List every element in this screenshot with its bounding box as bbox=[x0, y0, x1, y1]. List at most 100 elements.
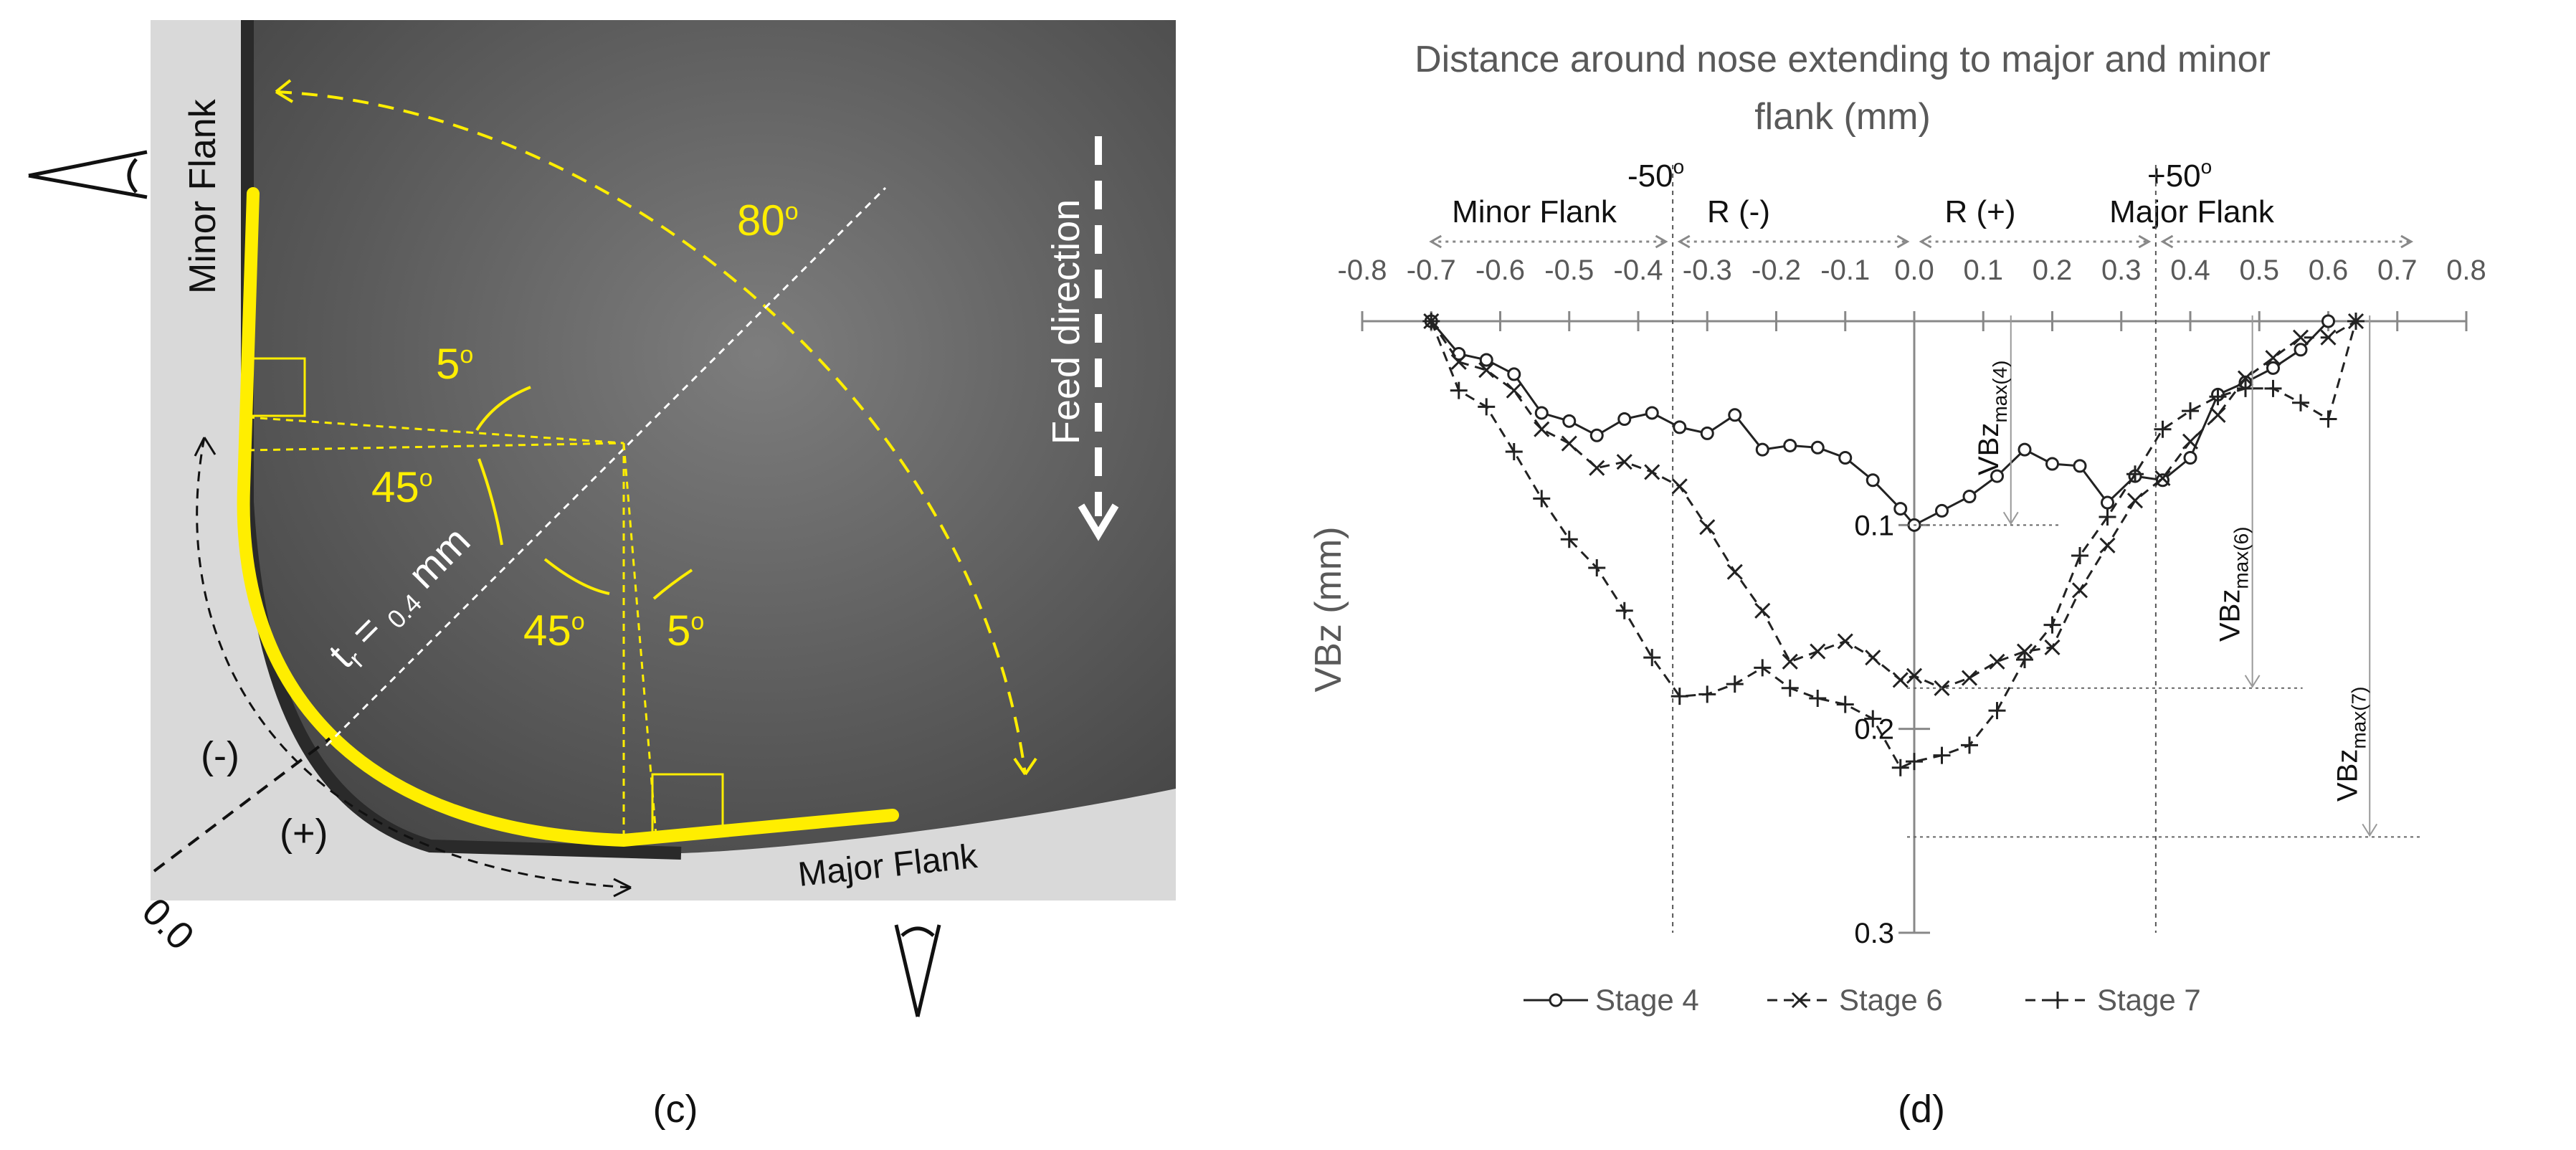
x-tick-label: 0.3 bbox=[2101, 255, 2142, 286]
x-tick-label: -0.8 bbox=[1338, 255, 1387, 286]
data-point-marker bbox=[2292, 394, 2309, 412]
construction-line-4 bbox=[622, 442, 657, 836]
legend-item-stage-6: Stage 6 bbox=[1767, 983, 1943, 1017]
x-tick-label: -0.7 bbox=[1407, 255, 1456, 286]
y-tick-label: 0.3 bbox=[1854, 918, 1894, 949]
data-point-marker bbox=[1906, 753, 1923, 771]
data-point-marker bbox=[2347, 313, 2364, 330]
data-point-marker bbox=[2292, 329, 2309, 346]
legend-label: Stage 7 bbox=[2097, 983, 2201, 1017]
region-label-minor-flank: Minor Flank bbox=[1452, 194, 1617, 229]
data-point-marker bbox=[2126, 493, 2144, 509]
region-arrowhead bbox=[1429, 234, 1442, 249]
panel-label-c: (c) bbox=[653, 1088, 698, 1131]
data-point-marker bbox=[1726, 564, 1743, 580]
chart-legend: Stage 4 Stage 6 Stage 7 bbox=[1524, 983, 2201, 1017]
data-point-marker bbox=[2043, 616, 2061, 634]
data-point-marker bbox=[1615, 602, 1633, 619]
arrowhead-top bbox=[275, 79, 294, 103]
data-point-marker bbox=[1644, 464, 1660, 480]
angle-arrow-45-left bbox=[477, 458, 503, 546]
data-point-marker bbox=[1754, 602, 1771, 619]
data-point-marker bbox=[1935, 503, 1949, 518]
data-point-marker bbox=[1533, 490, 1551, 508]
data-point-marker bbox=[2016, 650, 2033, 668]
data-point-marker bbox=[1534, 406, 1549, 420]
data-point-marker bbox=[1700, 426, 1714, 440]
x-tick-label: -0.1 bbox=[1820, 255, 1870, 286]
data-point-marker bbox=[2183, 451, 2197, 465]
chart-title-line1: Distance around nose extending to major … bbox=[1415, 39, 2271, 80]
data-point-marker bbox=[1478, 362, 1495, 379]
origin-dashed-line bbox=[153, 737, 331, 873]
angle-arrow-5-right bbox=[652, 569, 693, 600]
data-point-marker bbox=[1781, 679, 1799, 697]
construction-line-2 bbox=[247, 442, 624, 452]
data-point-marker bbox=[1673, 420, 1687, 434]
data-point-marker bbox=[2237, 370, 2254, 386]
region-arrowhead bbox=[2160, 234, 2174, 249]
vbz-max-arrowhead bbox=[2002, 511, 2019, 526]
data-point-marker bbox=[1589, 428, 1604, 442]
x-tick-label: -0.3 bbox=[1683, 255, 1732, 286]
data-point-marker bbox=[2071, 546, 2088, 564]
data-point-marker bbox=[1560, 531, 1578, 548]
data-point-marker bbox=[1865, 650, 1881, 666]
data-point-marker bbox=[2321, 314, 2335, 328]
data-point-marker bbox=[1906, 667, 1923, 684]
data-point-marker bbox=[1892, 672, 1909, 688]
data-point-marker bbox=[1728, 408, 1742, 422]
vbz-max-label: VBzmax(6) bbox=[2215, 527, 2253, 642]
region-arrowhead bbox=[1677, 234, 1691, 249]
vbz-chart-panel: Distance around nose extending to major … bbox=[1308, 39, 2486, 1131]
angle-45-left-label: 45o bbox=[371, 463, 433, 511]
data-point-marker bbox=[2099, 508, 2116, 526]
angle-45-bottom-label: 45o bbox=[523, 607, 585, 655]
data-point-marker bbox=[1783, 438, 1797, 452]
legend-item-stage-4: Stage 4 bbox=[1524, 983, 1699, 1017]
region-label-r-neg: R (-) bbox=[1707, 194, 1770, 229]
chart-title-line2: flank (mm) bbox=[1754, 96, 1931, 138]
data-point-marker bbox=[1866, 473, 1880, 488]
tool-nose-photo-panel: Minor Flank Major Flank Feed direction 8… bbox=[28, 20, 1176, 1131]
data-point-marker bbox=[2071, 582, 2088, 599]
series-stage-6 bbox=[1423, 313, 2364, 696]
data-point-marker bbox=[1643, 649, 1661, 667]
position-arrowhead-bottom bbox=[613, 878, 632, 898]
data-point-marker bbox=[1755, 442, 1769, 457]
panel-label-d: (d) bbox=[1898, 1088, 1945, 1131]
position-arc-arrow bbox=[196, 437, 632, 889]
series-stage-4 bbox=[1424, 314, 2335, 532]
vbz-max-arrowhead bbox=[2244, 675, 2261, 688]
data-point-marker bbox=[1864, 710, 1882, 728]
data-point-marker bbox=[2017, 442, 2032, 457]
x-tick-label: -0.6 bbox=[1475, 255, 1525, 286]
data-point-marker bbox=[1506, 382, 1522, 399]
eye-icon-major bbox=[894, 924, 941, 1017]
data-point-marker bbox=[1450, 381, 1468, 399]
data-point-marker bbox=[2126, 465, 2144, 483]
data-point-marker bbox=[1961, 736, 1978, 754]
data-point-marker bbox=[1670, 688, 1688, 705]
data-point-marker bbox=[1617, 412, 1632, 426]
angle-arrow-45-bottom bbox=[543, 558, 610, 595]
data-point-marker bbox=[1450, 353, 1467, 370]
x-tick-label: -0.5 bbox=[1544, 255, 1594, 286]
data-point-marker bbox=[2265, 350, 2281, 366]
data-point-marker bbox=[1810, 643, 1826, 660]
vbz-max-label: VBzmax(7) bbox=[2332, 687, 2370, 802]
region-arrowhead bbox=[1896, 234, 1910, 249]
vbz-max-annotation: VBzmax(6) bbox=[1907, 315, 2303, 689]
vbz-max-label: VBzmax(4) bbox=[1973, 361, 2011, 475]
data-point-marker bbox=[2182, 433, 2199, 450]
x-tick-label: 0.1 bbox=[1963, 255, 2003, 286]
data-point-marker bbox=[1754, 659, 1772, 677]
data-point-marker bbox=[1507, 367, 1521, 381]
x-tick-label: 0.6 bbox=[2309, 255, 2349, 286]
data-point-marker bbox=[2209, 388, 2227, 406]
legend-label: Stage 6 bbox=[1839, 983, 1943, 1017]
data-point-marker bbox=[1962, 490, 1977, 504]
data-point-marker bbox=[1478, 398, 1496, 416]
data-point-marker bbox=[2237, 379, 2254, 397]
right-angle-box-left bbox=[246, 357, 306, 417]
